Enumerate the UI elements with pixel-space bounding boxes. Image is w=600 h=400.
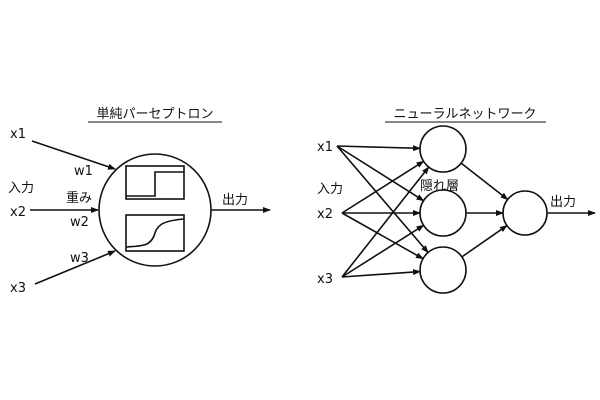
step-function-curve	[126, 171, 184, 197]
edge-input-2-hidden-1	[341, 160, 425, 214]
edge-input-3-hidden-2	[341, 224, 425, 278]
output-neuron	[502, 190, 548, 236]
hidden-neuron-2	[419, 189, 467, 237]
network-edges	[336, 145, 509, 278]
network-input-x1: x1	[317, 140, 333, 155]
perceptron-weight-label: 重み	[66, 190, 92, 206]
network-input-x3: x3	[317, 272, 333, 287]
edge-input-1-hidden-2	[336, 145, 425, 202]
hidden-neuron-1	[419, 125, 467, 173]
network-input-label: 入力	[317, 182, 343, 197]
perceptron-weight-w2: w2	[70, 215, 89, 230]
sigmoid-function-curve	[125, 218, 185, 248]
edge-input-1-hidden-3	[336, 145, 429, 254]
arrow-x1	[31, 140, 116, 170]
perceptron-input-x2: x2	[10, 205, 26, 220]
hidden-neuron-3	[419, 246, 467, 294]
network-input-x2: x2	[317, 207, 333, 222]
sigmoid-function-box	[125, 214, 185, 252]
perceptron-input-x1: x1	[10, 127, 26, 142]
edge-input-1-hidden-1	[336, 145, 422, 152]
edge-input-3-hidden-1	[341, 166, 430, 278]
arrow-x3	[34, 250, 116, 285]
perceptron-neuron	[98, 153, 212, 267]
edge-hidden-3-output	[461, 224, 508, 258]
network-diagram: ニューラルネットワーク x1 入力 x2 x3 隠れ層 出力	[317, 107, 596, 294]
perceptron-output-label: 出力	[222, 193, 248, 208]
perceptron-weight-w1: w1	[74, 164, 93, 179]
step-function-box	[125, 165, 185, 200]
network-output-label: 出力	[550, 195, 576, 210]
edge-input-2-hidden-3	[341, 212, 424, 260]
perceptron-weight-w3: w3	[70, 251, 89, 266]
perceptron-title: 単純パーセプトロン	[96, 106, 213, 122]
edge-hidden-1-output	[460, 162, 509, 201]
perceptron-diagram: 単純パーセプトロン x1 入力 x2 x3 w1 重み w2 w3 出力	[8, 106, 271, 296]
perceptron-input-x3: x3	[10, 281, 26, 296]
edge-input-3-hidden-3	[341, 269, 422, 278]
perceptron-input-label: 入力	[8, 181, 34, 196]
network-title: ニューラルネットワーク	[393, 107, 536, 122]
